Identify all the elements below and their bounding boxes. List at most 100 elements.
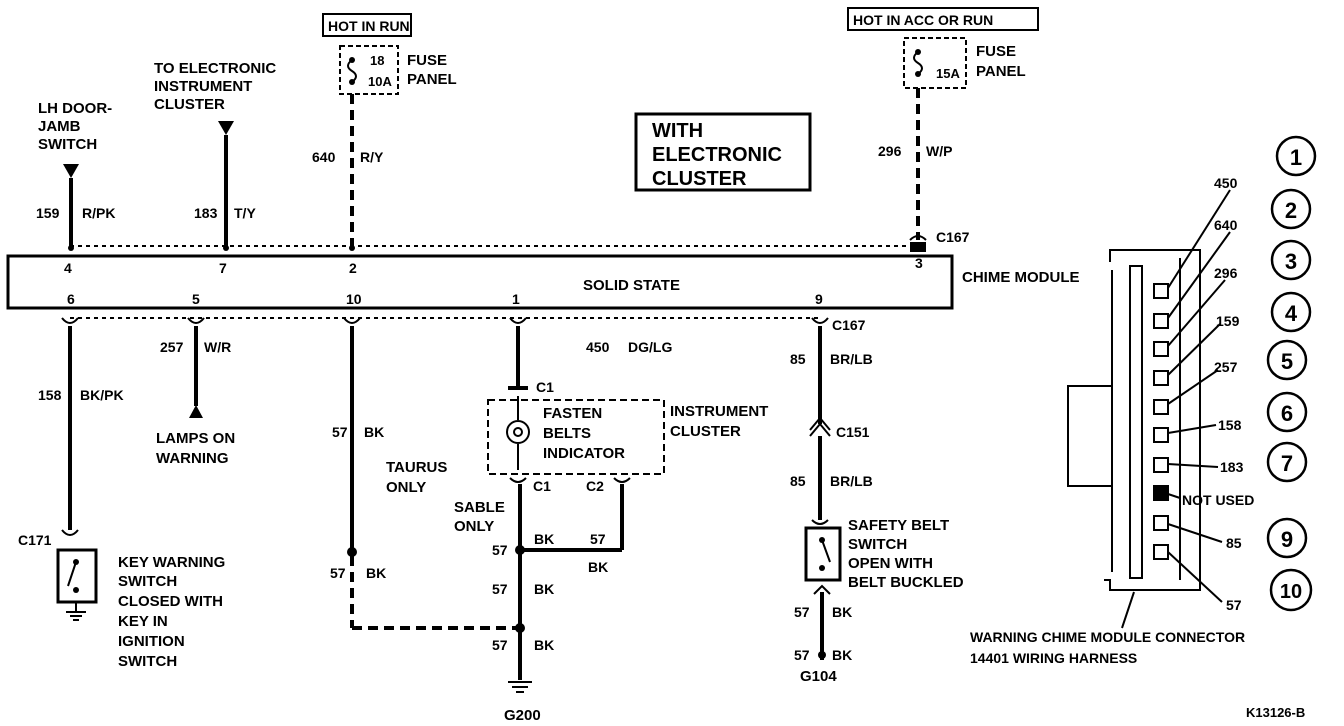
cavity-1 — [1153, 283, 1169, 299]
c2: C2 — [586, 478, 604, 494]
cavity-circuit-1: 450 — [1214, 175, 1238, 191]
connector-icon — [61, 317, 79, 324]
leader-line — [1167, 463, 1219, 468]
pin-number-circle — [1270, 291, 1312, 333]
safety-belt-switch — [804, 526, 842, 582]
module-label: SOLID STATE — [583, 277, 680, 294]
pin-10: 10 — [346, 291, 362, 307]
cavity-9 — [1153, 515, 1169, 531]
fasten-belts-line3: INDICATOR — [543, 445, 625, 462]
instrument-cluster-line1: INSTRUMENT — [670, 403, 768, 420]
splice-icon — [515, 545, 525, 555]
cavity-circuit-2: 640 — [1214, 217, 1238, 233]
wire-57-b-color: BK — [366, 565, 386, 581]
wire-296-number: 296 — [878, 143, 902, 159]
key-warning-line6: SWITCH — [118, 653, 177, 670]
instrument-cluster-box — [487, 399, 665, 475]
connector-icon — [809, 422, 831, 437]
cavity-7 — [1153, 457, 1169, 473]
connector-rail — [1129, 265, 1143, 579]
fuse-panel-left-line2: PANEL — [407, 71, 457, 88]
wire-257-color: W/R — [204, 339, 231, 355]
pin-number-circle — [1275, 135, 1317, 177]
wire-183-color: T/Y — [234, 205, 256, 221]
wire-57-g104a-number: 57 — [794, 604, 810, 620]
arrow-down-icon — [63, 164, 79, 178]
wire-640-color: R/Y — [360, 149, 384, 165]
wire-57-c1-number: 57 — [492, 542, 508, 558]
pin-9: 9 — [815, 291, 823, 307]
pin-number-4: 4 — [1285, 301, 1298, 326]
hot-in-acc-or-run: HOT IN ACC OR RUN — [853, 12, 993, 28]
leader-line — [1167, 493, 1181, 499]
cavity-3 — [1153, 341, 1169, 357]
leader-line — [1121, 591, 1135, 629]
pin-number-5: 5 — [1281, 349, 1293, 374]
to-cluster-line3: CLUSTER — [154, 96, 225, 113]
taurus-only-line2: ONLY — [386, 479, 426, 496]
connector-icon — [509, 477, 527, 483]
wire-57-c3-number: 57 — [492, 581, 508, 597]
pin-number-circle — [1266, 517, 1308, 559]
key-warning-line2: SWITCH — [118, 573, 177, 590]
wire-257-number: 257 — [160, 339, 184, 355]
pin-5: 5 — [192, 291, 200, 307]
terminal-icon — [910, 242, 926, 252]
leader-line — [1167, 279, 1226, 347]
wire-85-b-number: 85 — [790, 473, 806, 489]
connector-icon — [811, 317, 829, 324]
pin-number-circle — [1270, 188, 1312, 230]
g200: G200 — [504, 707, 541, 724]
pin-6: 6 — [67, 291, 75, 307]
switch-contact-icon — [73, 587, 79, 593]
bulb-filament-icon — [513, 427, 523, 437]
cavity-circuit-9: 85 — [1226, 535, 1242, 551]
pin-number-circle — [1270, 239, 1312, 281]
wire-57-g104b-color: BK — [832, 647, 852, 663]
leader-line — [1167, 523, 1223, 543]
fuse-panel-right-line1: FUSE — [976, 43, 1016, 60]
wire-450-number: 450 — [586, 339, 610, 355]
wire-57-c4-number: 57 — [492, 637, 508, 653]
wire-57-c2r-number: 57 — [590, 531, 606, 547]
wire-57-a-number: 57 — [332, 424, 348, 440]
safety-belt-line3: OPEN WITH — [848, 555, 933, 572]
cluster-type-line1: WITH — [652, 120, 703, 142]
leader-line — [1167, 369, 1219, 405]
wire-57-c3-color: BK — [534, 581, 554, 597]
wire-640-number: 640 — [312, 149, 336, 165]
cavity-circuit-10: 57 — [1226, 597, 1242, 613]
key-warning-line3: CLOSED WITH — [118, 593, 223, 610]
cavity-circuit-6: 158 — [1218, 417, 1242, 433]
connector-icon — [813, 584, 831, 595]
wire-183-number: 183 — [194, 205, 218, 221]
leader-line — [1167, 231, 1231, 319]
connector-title-line2: 14401 WIRING HARNESS — [970, 650, 1137, 666]
cavity-5 — [1153, 399, 1169, 415]
leader-line — [1167, 551, 1223, 603]
leader-line — [1167, 189, 1231, 289]
leader-line — [1167, 323, 1221, 376]
sable-only-line2: ONLY — [454, 518, 494, 535]
safety-belt-line4: BELT BUCKLED — [848, 574, 964, 591]
hot-in-run: HOT IN RUN — [328, 18, 410, 34]
fuse-15-amperage: 15A — [936, 66, 960, 81]
sable-only-line1: SABLE — [454, 499, 505, 516]
wire-159-color: R/PK — [82, 205, 115, 221]
switch-blade-icon — [821, 539, 831, 563]
safety-belt-line2: SWITCH — [848, 536, 907, 553]
c167-bottom: C167 — [832, 317, 866, 333]
connector-title-line1: WARNING CHIME MODULE CONNECTOR — [970, 629, 1245, 645]
connector-icon — [187, 317, 205, 324]
wire-57-b-number: 57 — [330, 565, 346, 581]
connector-icon — [811, 519, 829, 525]
connector-icon — [909, 235, 927, 241]
key-warning-line1: KEY WARNING — [118, 554, 225, 571]
module-name: CHIME MODULE — [962, 269, 1080, 286]
switch-contact-icon — [819, 565, 825, 571]
key-warning-line5: IGNITION — [118, 633, 185, 650]
leader-line — [1167, 424, 1217, 434]
key-warning-switch — [56, 548, 98, 604]
pin-number-2: 2 — [1285, 198, 1297, 223]
